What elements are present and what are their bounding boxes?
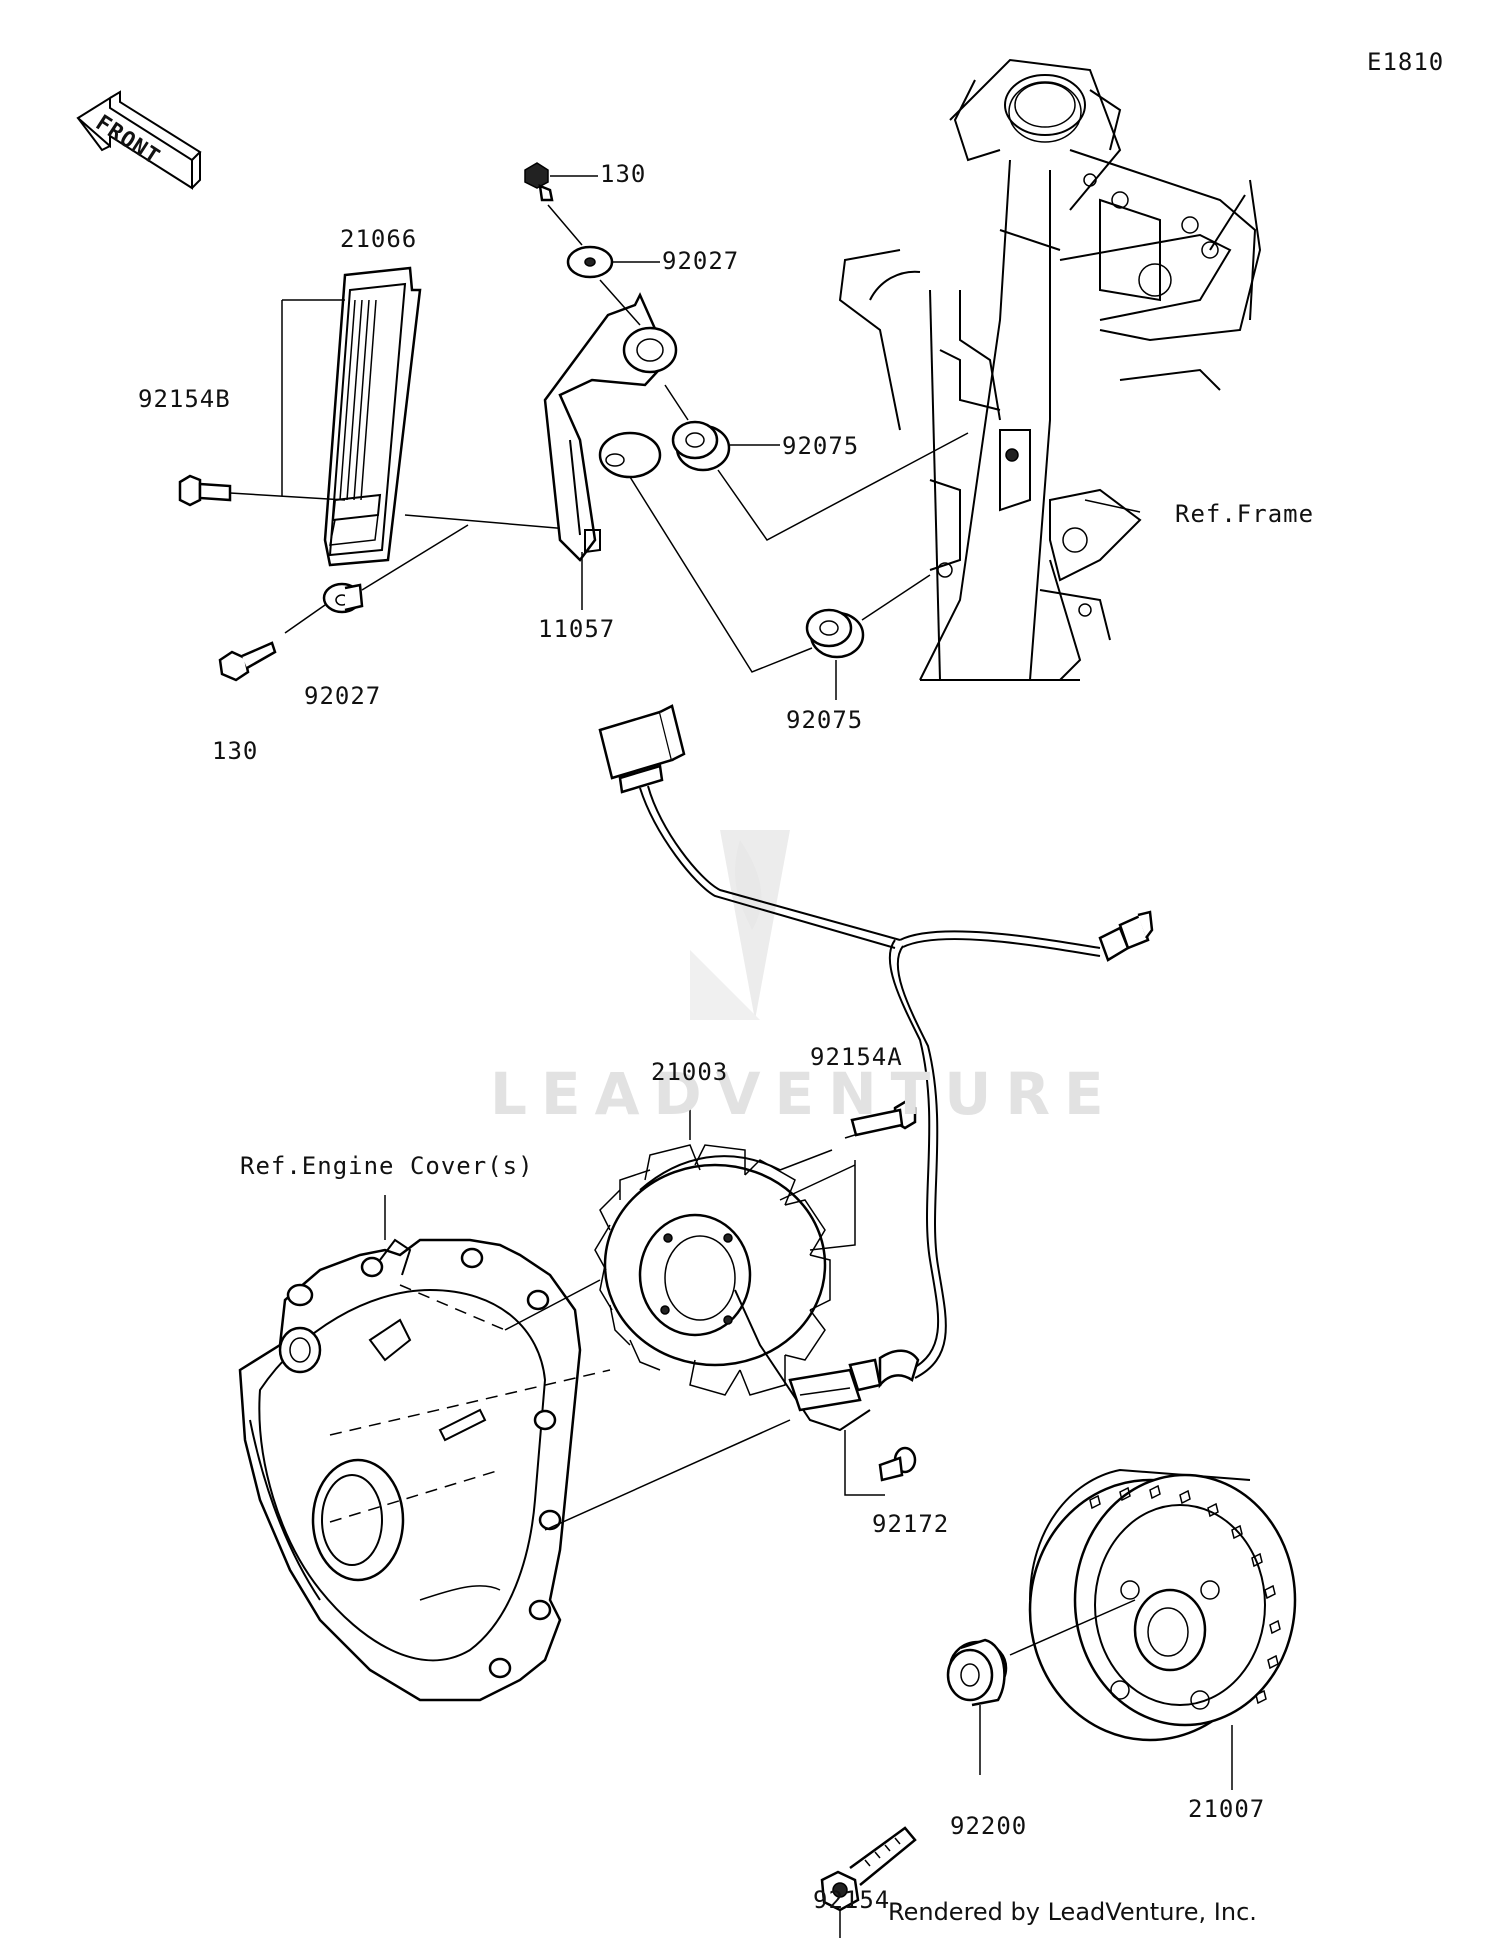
- leader-line: [329, 1469, 501, 1523]
- collar-92027-bottom: [322, 582, 364, 614]
- watermark-text: LEADVENTURE: [490, 1060, 1118, 1128]
- callout-92200[interactable]: 92200: [950, 1812, 1028, 1840]
- leader-line: [229, 492, 346, 501]
- leadventure-watermark-logo: [690, 830, 790, 1020]
- grommet-92075-bottom: [805, 608, 865, 659]
- bolt-130-bottom: [218, 641, 277, 682]
- bolt-92154B: [178, 474, 232, 507]
- callout-92172[interactable]: 92172: [872, 1510, 950, 1538]
- leader-line: [717, 432, 969, 541]
- stator-wire-harness: [598, 704, 1154, 1389]
- footer-credit: Rendered by LeadVenture, Inc.: [888, 1898, 1257, 1926]
- leader-line: [547, 204, 583, 246]
- stator-21003: [594, 1144, 831, 1396]
- front-arrow-icon: [76, 90, 202, 190]
- washer-92027-top: [566, 245, 614, 279]
- leader-line: [1084, 499, 1141, 513]
- leader-line: [861, 574, 931, 621]
- callout-92154[interactable]: 92154: [813, 1886, 891, 1914]
- callout-ref-engine-cover[interactable]: Ref.Engine Cover(s): [240, 1152, 534, 1180]
- bolt-130-top: [524, 162, 554, 202]
- rotor-flywheel-21007: [1028, 1468, 1297, 1742]
- leader-line: [629, 476, 813, 673]
- callout-92075-top[interactable]: 92075: [782, 432, 860, 460]
- leader-line: [544, 1419, 791, 1531]
- leader-line: [664, 384, 689, 421]
- leader-line: [779, 1149, 833, 1171]
- bracket-11057: [543, 292, 678, 562]
- engine-cover-reference-drawing: [238, 1238, 582, 1702]
- diagram-code: E1810: [1367, 48, 1445, 76]
- leader-line: [404, 514, 581, 531]
- callout-92154B[interactable]: 92154B: [138, 385, 231, 413]
- callout-21007[interactable]: 21007: [1188, 1795, 1266, 1823]
- callout-92075-bottom[interactable]: 92075: [786, 706, 864, 734]
- leader-line: [1009, 1599, 1136, 1656]
- screw-92172: [878, 1446, 917, 1482]
- callout-21066[interactable]: 21066: [340, 225, 418, 253]
- leader-line: [809, 1160, 856, 1251]
- callout-92027-top[interactable]: 92027: [662, 247, 740, 275]
- spacer-92200: [946, 1638, 1008, 1707]
- callout-21003[interactable]: 21003: [651, 1058, 729, 1086]
- leader-line: [284, 604, 326, 634]
- callout-92027-bottom[interactable]: 92027: [304, 682, 382, 710]
- frame-reference-drawing: [838, 58, 1262, 681]
- regulator-rectifier-21066: [323, 266, 422, 567]
- leader-line: [504, 1279, 601, 1331]
- stator-wire-clamp: [734, 1289, 882, 1432]
- grommet-92075-top: [671, 420, 731, 472]
- callout-130-bottom[interactable]: 130: [212, 737, 259, 765]
- callout-ref-frame[interactable]: Ref.Frame: [1175, 500, 1315, 528]
- leader-line: [779, 1164, 856, 1201]
- callout-11057[interactable]: 11057: [538, 615, 616, 643]
- leader-line: [599, 279, 641, 326]
- leader-line: [361, 524, 469, 591]
- callout-92154A[interactable]: 92154A: [810, 1043, 903, 1071]
- bolt-92154: [820, 1826, 917, 1912]
- callout-130-top[interactable]: 130: [600, 160, 647, 188]
- leader-line: [844, 1430, 885, 1496]
- leader-line: [329, 1369, 611, 1436]
- bolt-92154A: [844, 1100, 917, 1139]
